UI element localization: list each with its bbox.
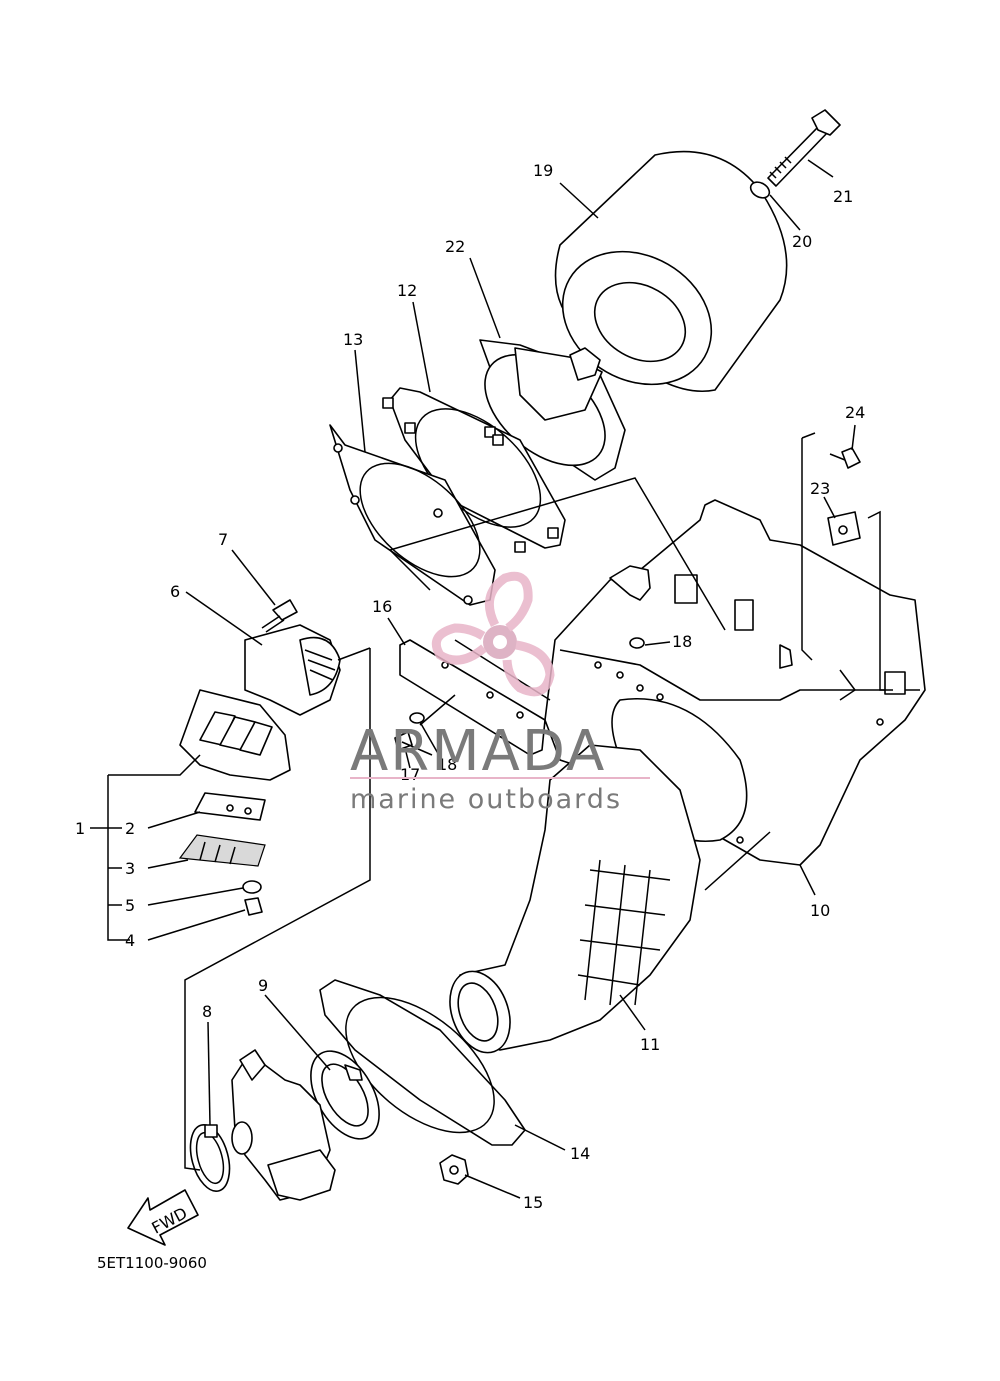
callout-23: 23	[810, 479, 830, 498]
propeller-logo-icon	[431, 571, 555, 697]
part-14-adapter	[319, 979, 526, 1146]
part-6-reed-block	[244, 624, 341, 716]
callout-9: 9	[258, 976, 268, 995]
callout-3: 3	[125, 859, 135, 878]
callout-24: 24	[845, 403, 865, 422]
part-15-nut	[439, 1154, 469, 1185]
part-16-plate	[399, 639, 546, 756]
callout-20: 20	[792, 232, 812, 251]
part-3-stopper	[178, 834, 266, 867]
part-9-flange	[310, 1050, 380, 1140]
callout-16: 16	[372, 597, 392, 616]
callouts: 1 2 3 4 5 6 7 8 9 10 11 12 13 14 15 16 1…	[75, 161, 865, 1212]
callout-21: 21	[833, 187, 853, 206]
callout-12: 12	[397, 281, 417, 300]
part-21-bolt	[767, 109, 841, 187]
armada-watermark: ARMADA marine outboards	[350, 571, 650, 815]
part-5-washer	[242, 880, 262, 894]
part-22-filter-plate	[479, 339, 626, 481]
callout-22: 22	[445, 237, 465, 256]
part-24-bolt	[829, 447, 861, 469]
part-11-intake-duct	[449, 744, 701, 1054]
part-8-clamp	[189, 1124, 231, 1192]
document-number: 5ET1100-9060	[97, 1254, 207, 1272]
callout-18: 18	[437, 755, 457, 774]
part-17-bolt	[394, 731, 433, 756]
carburetor	[231, 1049, 336, 1201]
callout-6: 6	[170, 582, 180, 601]
callout-19: 19	[533, 161, 553, 180]
callout-11: 11	[640, 1035, 660, 1054]
callout-1: 1	[75, 819, 85, 838]
callout-8: 8	[202, 1002, 212, 1021]
part-23-clip	[827, 511, 861, 546]
part-18-washer	[409, 637, 645, 724]
part-20-washer	[749, 181, 771, 199]
callout-4: 4	[125, 931, 135, 950]
callout-2: 2	[125, 819, 135, 838]
callout-15: 15	[523, 1193, 543, 1212]
callout-18: 18	[672, 632, 692, 651]
fwd-arrow: FWD	[127, 1189, 199, 1246]
part-4-screw	[244, 897, 263, 916]
callout-17: 17	[400, 765, 420, 784]
assembly-guide-lines	[90, 432, 893, 1171]
part-12-gasket	[382, 387, 566, 553]
callout-7: 7	[218, 530, 228, 549]
callout-14: 14	[570, 1144, 590, 1163]
watermark-subtitle: marine outboards	[350, 784, 622, 815]
callout-13: 13	[343, 330, 363, 349]
callout-10: 10	[810, 901, 830, 920]
leader-lines	[147, 159, 856, 1199]
callout-5: 5	[125, 896, 135, 915]
watermark-title: ARMADA	[350, 719, 606, 784]
part-19-air-filter	[554, 150, 788, 393]
part-1-reed-valve-assembly	[179, 689, 291, 781]
part-2-reed	[194, 792, 266, 821]
part-7-bolt	[261, 599, 298, 633]
